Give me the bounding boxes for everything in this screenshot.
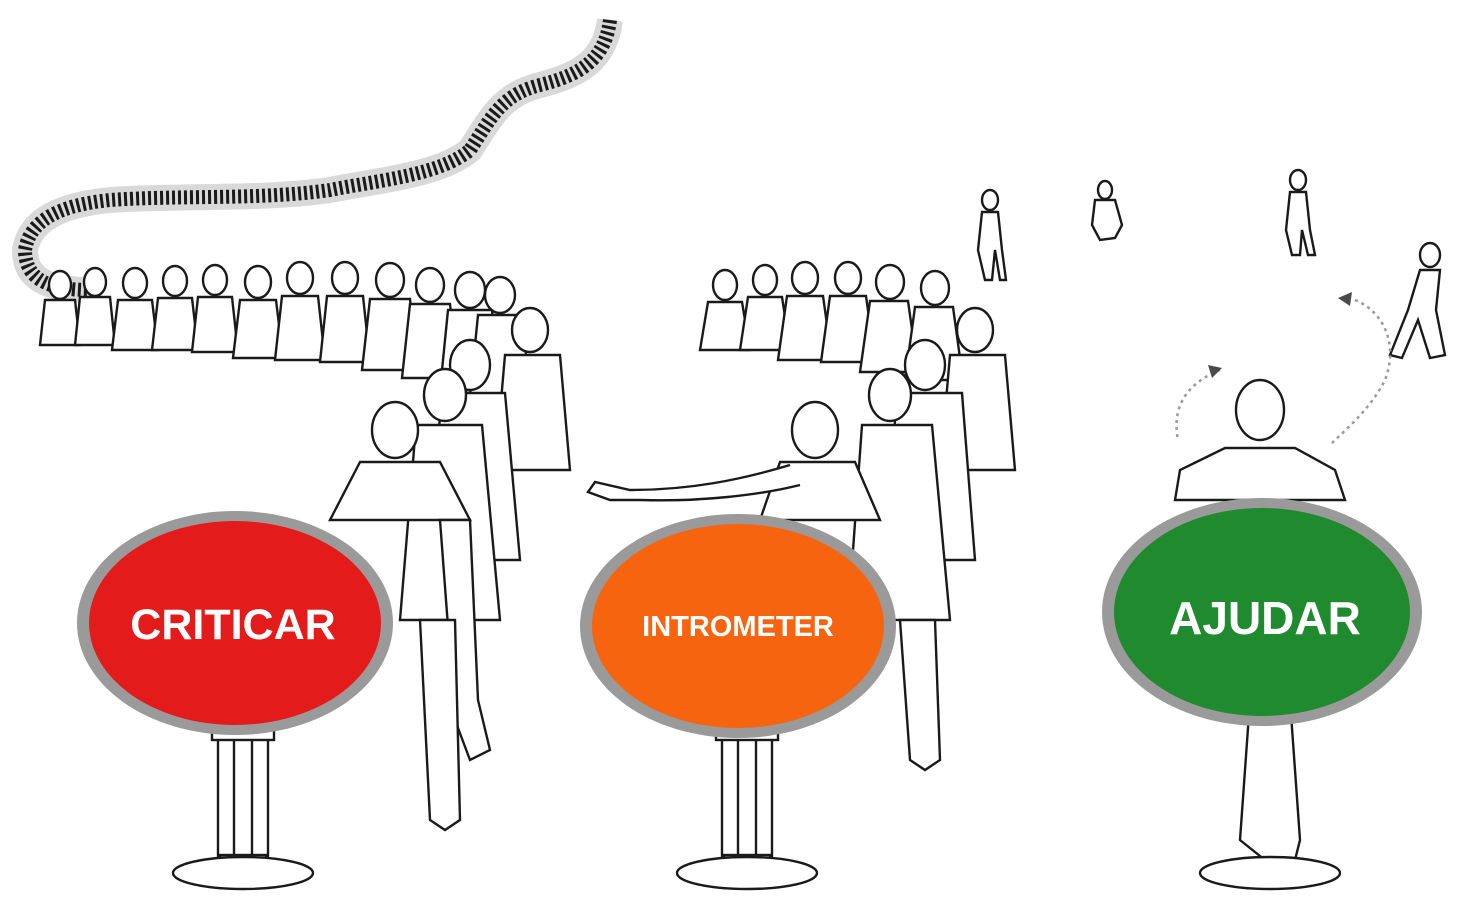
sign-intrometer-label: INTROMETER — [642, 611, 834, 643]
walker-1 — [976, 188, 1008, 282]
sign-ajudar-stand — [1198, 855, 1342, 891]
distant-queue-left — [11, 17, 623, 303]
crowd-left — [38, 260, 572, 832]
crowd-left-row-front — [328, 306, 572, 832]
sign-criticar-stand — [171, 726, 315, 891]
arrow-left-curve — [1175, 368, 1221, 441]
pointing-arm — [586, 463, 801, 502]
arrow-left-head — [1208, 365, 1222, 378]
crowd-middle-row-front — [758, 306, 1017, 772]
sign-criticar-face — [89, 521, 381, 725]
arrow-right-head — [1338, 292, 1352, 306]
sign-intrometer-stand — [675, 726, 819, 891]
sign-intrometer-face — [592, 524, 884, 728]
walker-4 — [1388, 241, 1447, 360]
crowd-middle — [586, 260, 1017, 772]
sign-intrometer: INTROMETER — [580, 514, 896, 891]
sign-ajudar-label: AJUDAR — [1169, 592, 1361, 644]
sign-criticar-label: CRITICAR — [130, 601, 335, 649]
walker-3 — [1284, 168, 1317, 257]
sign-criticar: CRITICAR — [77, 511, 393, 891]
sign-ajudar: AJUDAR — [1102, 498, 1422, 891]
arrow-right-curve — [1329, 298, 1392, 446]
sign-ajudar-face — [1114, 508, 1410, 716]
walker-2 — [1090, 179, 1124, 242]
departing-people — [976, 168, 1447, 862]
